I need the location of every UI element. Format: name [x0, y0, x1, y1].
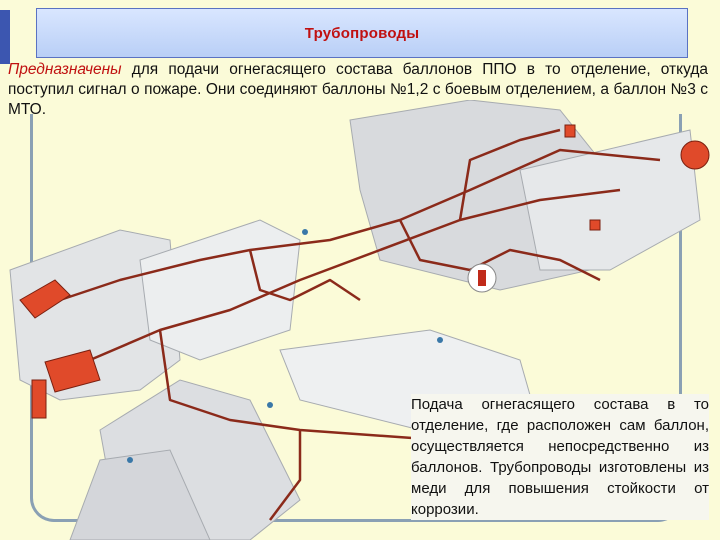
page-title: Трубопроводы: [305, 25, 419, 42]
left-accent-bar: [0, 10, 10, 64]
title-banner: Трубопроводы: [36, 8, 688, 58]
extinguisher-cylinder-4: [681, 141, 709, 169]
description-note: Подача огнегасящего состава в то отделен…: [411, 394, 709, 520]
valve-block-2: [590, 220, 600, 230]
intro-accent-word: Предназначены: [8, 61, 122, 78]
extinguisher-cylinder-3: [32, 380, 46, 418]
valve-block-1: [565, 125, 575, 137]
